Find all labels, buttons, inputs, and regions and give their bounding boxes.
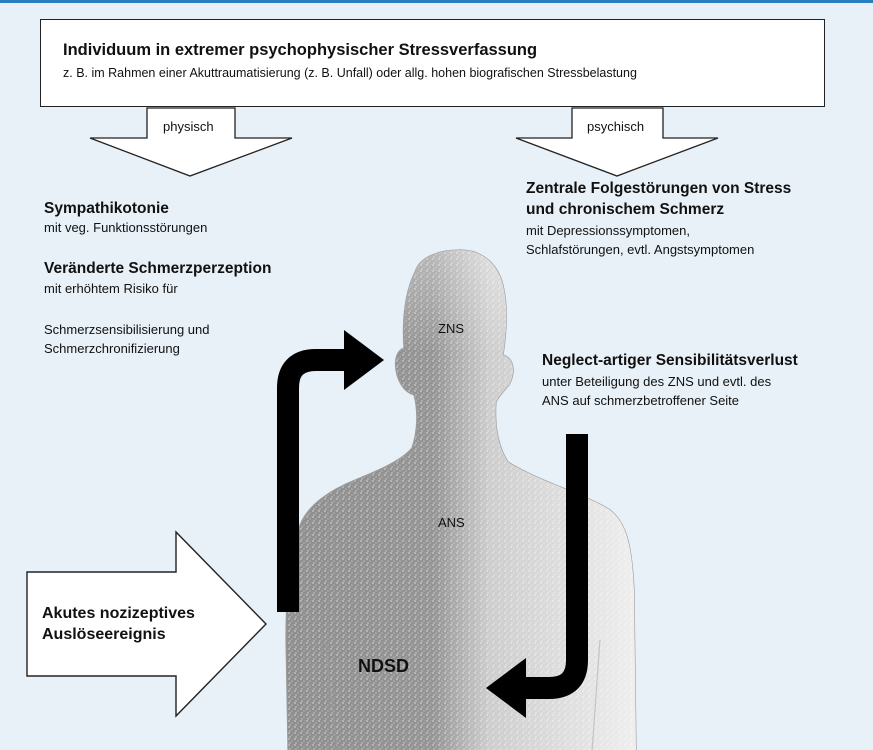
trigger-arrow bbox=[26, 530, 267, 718]
label-physisch: physisch bbox=[163, 119, 214, 134]
heading-schmerzperzeption: Veränderte Schmerzperzeption bbox=[44, 260, 272, 277]
human-silhouette bbox=[285, 249, 637, 750]
text-schmerzperzeption-3: Schmerzchronifizierung bbox=[44, 341, 180, 356]
trigger-text-2: Auslöseereignis bbox=[42, 626, 166, 643]
top-situation-box bbox=[40, 19, 825, 107]
text-folgestoerungen-1: mit Depressionssymptomen, bbox=[526, 223, 690, 238]
top-box-subtitle: z. B. im Rahmen einer Akuttraumatisierun… bbox=[63, 66, 637, 80]
top-accent-rule bbox=[0, 0, 873, 3]
label-ndsd: NDSD bbox=[358, 656, 410, 676]
trigger-text-1: Akutes nozizeptives bbox=[42, 605, 195, 622]
top-box-title: Individuum in extremer psychophysischer … bbox=[63, 41, 538, 59]
heading-folgestoerungen-1: Zentrale Folgestörungen von Stress bbox=[526, 180, 792, 197]
black-arrow-to-ndsd bbox=[486, 434, 588, 718]
text-neglect-2: ANS auf schmerzbetroffener Seite bbox=[542, 393, 740, 408]
heading-neglect: Neglect-artiger Sensibilitätsverlust bbox=[542, 352, 798, 369]
heading-folgestoerungen-2: und chronischem Schmerz bbox=[526, 201, 725, 218]
label-psychisch: psychisch bbox=[587, 119, 645, 134]
branch-arrow-psychisch bbox=[515, 107, 719, 177]
branch-arrow-physisch bbox=[89, 107, 293, 177]
label-ans: ANS bbox=[438, 515, 465, 530]
heading-sympathikotonie: Sympathikotonie bbox=[44, 200, 169, 217]
black-arrow-to-zns bbox=[277, 330, 384, 612]
label-zns: ZNS bbox=[438, 321, 464, 336]
text-sympathikotonie: mit veg. Funktionsstörungen bbox=[44, 220, 208, 235]
text-schmerzperzeption-1: mit erhöhtem Risiko für bbox=[44, 281, 178, 296]
text-neglect-1: unter Beteiligung des ZNS und evtl. des bbox=[542, 374, 772, 389]
text-folgestoerungen-2: Schlafstörungen, evtl. Angstsymptomen bbox=[526, 242, 755, 257]
text-schmerzperzeption-2: Schmerzsensibilisierung und bbox=[44, 322, 210, 337]
